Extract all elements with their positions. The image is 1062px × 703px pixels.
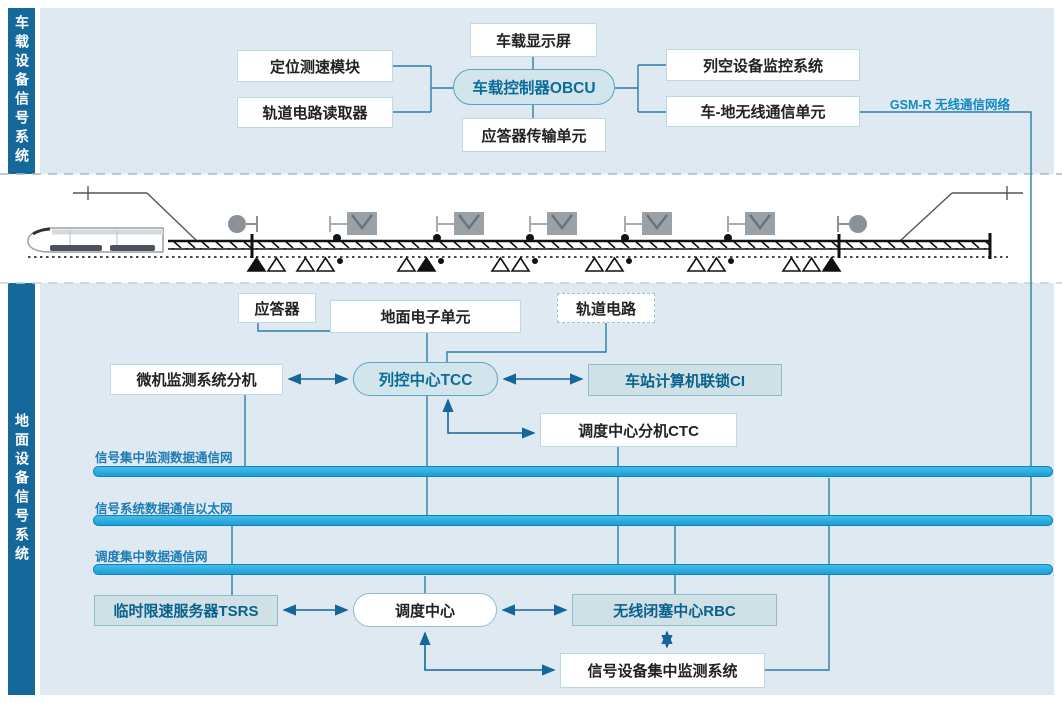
box-balise-transmission-unit: 应答器传输单元 (462, 118, 606, 152)
box-equipment-monitoring-system: 列空设备监控系统 (666, 49, 860, 81)
railway-scene (27, 186, 1023, 272)
double-arrow-connectors (282, 373, 673, 676)
catenary-mast-icon (73, 186, 1023, 242)
box-positioning-speed-module: 定位测速模块 (237, 50, 393, 82)
box-dispatch-center-ctc: 调度中心分机CTC (540, 413, 737, 447)
box-microcomputer-monitoring-unit: 微机监测系统分机 (110, 364, 283, 395)
square-signal-icon (329, 212, 775, 242)
box-temporary-speed-server-tsrs: 临时限速服务器TSRS (94, 595, 278, 626)
bus-bar-signal-monitoring-network (93, 466, 1053, 477)
box-train-ground-radio-unit: 车-地无线通信单元 (666, 96, 860, 127)
track-icon (28, 233, 1008, 259)
bus-bar-signal-ethernet-network (93, 515, 1053, 526)
box-track-circuit: 轨道电路 (557, 293, 655, 323)
bus-label-signal-monitoring-network: 信号集中监测数据通信网 (95, 451, 233, 465)
circle-signal-icon (228, 215, 867, 233)
box-track-circuit-reader: 轨道电路读取器 (237, 97, 393, 128)
box-train-control-center-tcc: 列控中心TCC (353, 362, 498, 396)
sidebar-onboard-system: 车载设备信号系统 (8, 8, 35, 174)
box-station-interlocking-ci: 车站计算机联锁CI (588, 364, 782, 396)
box-dispatch-center: 调度中心 (353, 593, 497, 627)
box-radio-block-center-rbc: 无线闭塞中心RBC (572, 594, 777, 626)
box-obcu-controller: 车载控制器OBCU (453, 69, 615, 105)
sidebar-ground-label: 地面设备信号系统 (14, 413, 30, 565)
sidebar-onboard-label: 车载设备信号系统 (14, 15, 30, 167)
box-balise: 应答器 (238, 293, 316, 323)
box-signal-equipment-monitoring-system: 信号设备集中监测系统 (560, 653, 765, 688)
train-icon (27, 227, 164, 253)
bus-bar-dispatch-network (93, 564, 1053, 575)
box-onboard-display: 车载显示屏 (470, 23, 597, 57)
box-lineside-electronic-unit: 地面电子单元 (330, 300, 521, 333)
balise-triangle-icon (246, 256, 842, 272)
gsmr-network-label: GSM-R 无线通信网络 (889, 98, 1011, 112)
dashed-separator (0, 173, 1062, 284)
connector-lines (231, 57, 1032, 671)
bus-label-signal-ethernet-network: 信号系统数据通信以太网 (95, 502, 233, 516)
sidebar-ground-system: 地面设备信号系统 (8, 283, 35, 695)
bus-label-dispatch-network: 调度集中数据通信网 (95, 550, 208, 564)
